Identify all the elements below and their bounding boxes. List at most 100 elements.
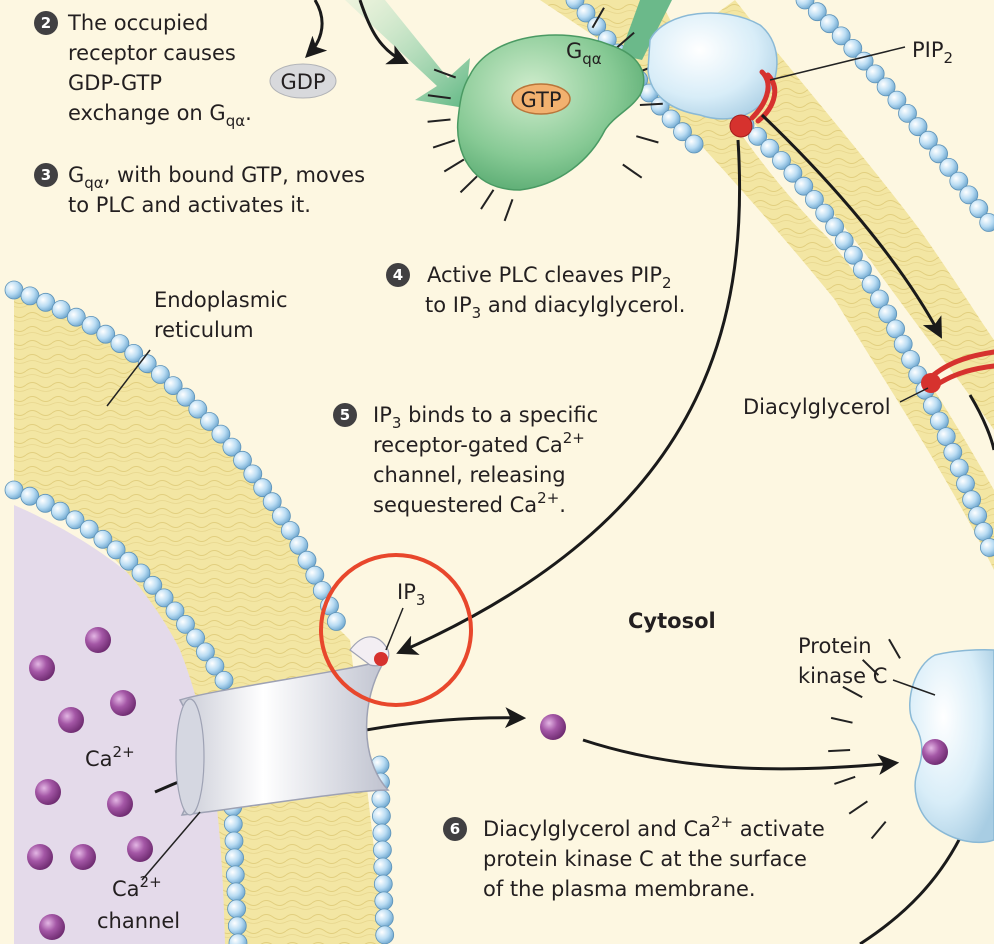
lipid-head xyxy=(200,412,219,431)
svg-text:4: 4 xyxy=(393,266,403,284)
lipid-head xyxy=(188,399,208,419)
lipid-head xyxy=(587,16,607,36)
lipid-head xyxy=(861,274,881,294)
pip2-label: PIP2 xyxy=(912,38,953,67)
lipid-head xyxy=(807,2,827,22)
lipid-head xyxy=(262,492,282,512)
er-label-line2: reticulum xyxy=(154,318,254,342)
lipid-head xyxy=(79,519,99,539)
lipid-head xyxy=(222,437,242,457)
lipid-head xyxy=(919,130,938,150)
calcium-icon xyxy=(58,707,84,733)
lipid-head xyxy=(227,899,247,919)
lipid-head xyxy=(289,535,309,555)
lipid-head xyxy=(93,529,113,549)
lipid-head xyxy=(81,315,101,335)
lipid-head xyxy=(243,464,263,484)
pkc-label-line2: kinase C xyxy=(798,664,887,688)
ip3-arrow xyxy=(396,139,742,655)
lipid-head xyxy=(371,806,391,826)
lipid-head xyxy=(205,656,225,676)
lipid-head xyxy=(949,171,969,191)
lipid-head xyxy=(372,840,392,860)
lipid-head xyxy=(297,550,317,570)
ca-label: Ca2+ xyxy=(85,743,135,771)
lipid-head xyxy=(226,882,246,902)
gdp-release-arrow xyxy=(305,0,328,58)
lipid-head xyxy=(51,300,71,319)
activity-ray xyxy=(636,135,659,144)
lipid-head xyxy=(825,217,844,237)
step-5-line3: channel, releasing xyxy=(373,463,566,487)
svg-text:2: 2 xyxy=(41,14,51,32)
ca-channel-label-line1: Ca2+ xyxy=(112,873,162,901)
lipid-head xyxy=(901,350,920,369)
lipid-head xyxy=(893,334,913,354)
lipid-head xyxy=(844,245,863,265)
activity-ray xyxy=(828,749,851,753)
lipid-head xyxy=(956,474,975,494)
activity-ray xyxy=(427,94,451,100)
lipid-head xyxy=(939,157,959,177)
activity-ray xyxy=(639,102,663,106)
diacylglycerol-lipid xyxy=(899,349,994,403)
step-2-line4: exchange on Gqα. xyxy=(68,101,252,130)
step-3-line2: to PLC and activates it. xyxy=(68,193,311,217)
lipid-head xyxy=(176,615,195,634)
step-5-line2: receptor-gated Ca2+ xyxy=(373,429,585,457)
ip3-label: IP3 xyxy=(397,580,425,609)
activity-ray xyxy=(842,685,863,699)
step-4-line1: Active PLC cleaves PIP2 xyxy=(427,263,672,292)
calcium-icon xyxy=(110,690,136,716)
lipid-head xyxy=(96,324,116,344)
lipid-head xyxy=(214,671,234,690)
calcium-ions xyxy=(27,627,153,940)
lipid-head xyxy=(760,138,780,158)
lipid-head xyxy=(280,521,300,540)
lipid-head xyxy=(373,874,393,894)
lipid-head xyxy=(661,109,681,129)
lipid-head xyxy=(374,908,394,928)
activity-ray xyxy=(433,68,457,79)
step-6-line1: Diacylglycerol and Ca2+ activate xyxy=(483,813,825,841)
svg-text:3: 3 xyxy=(41,166,51,184)
lipid-head xyxy=(943,442,963,462)
step-4-badge: 4 xyxy=(386,263,410,287)
step-6-line2: protein kinase C at the surface xyxy=(483,847,807,871)
pkc-output-arrow xyxy=(859,829,966,944)
lipid-head xyxy=(65,510,85,530)
lipid-head xyxy=(805,190,824,209)
step-5: 5 IP3 binds to a specific receptor-gated… xyxy=(333,403,598,517)
lipid-head xyxy=(227,916,247,936)
lipid-head xyxy=(673,122,692,142)
lipid-head xyxy=(968,506,987,525)
lipid-head xyxy=(253,478,273,498)
lipid-head xyxy=(959,185,979,205)
protein-kinase-c xyxy=(828,638,994,844)
pip2-lipid xyxy=(729,46,906,138)
lipid-head xyxy=(223,814,243,834)
lipid-head xyxy=(923,396,942,416)
lipid-head xyxy=(820,14,839,34)
step-3-line1: Gqα, with bound GTP, moves xyxy=(68,163,365,192)
activity-ray xyxy=(870,820,887,840)
ca-channel-label-line2: channel xyxy=(97,909,180,933)
lipid-head xyxy=(50,501,70,521)
activity-ray xyxy=(834,775,856,785)
lipid-head xyxy=(887,90,907,110)
lipid-head xyxy=(143,575,163,595)
ca-to-pkc-arrow xyxy=(582,738,900,776)
lipid-head xyxy=(225,865,245,885)
lipid-head xyxy=(898,104,917,123)
lipid-head xyxy=(195,642,215,662)
lipid-head xyxy=(150,365,170,384)
lipid-head xyxy=(886,319,905,339)
activity-ray xyxy=(830,716,853,724)
lipid-head xyxy=(974,522,993,541)
lipid-head xyxy=(684,134,704,154)
activity-ray xyxy=(503,198,514,222)
activity-ray xyxy=(848,800,868,815)
step-5-line1: IP3 binds to a specific xyxy=(373,403,598,432)
lipid-head xyxy=(772,151,791,170)
